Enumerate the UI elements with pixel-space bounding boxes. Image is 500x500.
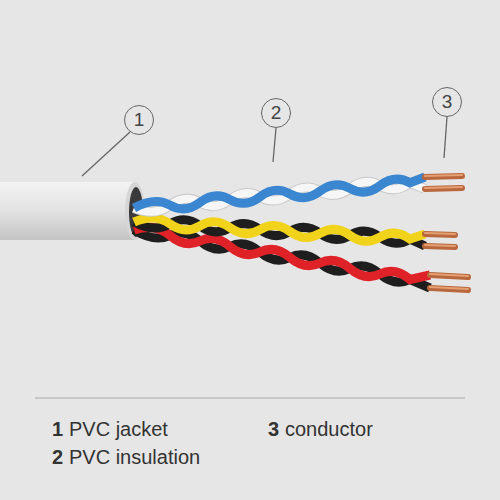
callout-circle: 3 bbox=[432, 87, 462, 117]
callout-circle: 1 bbox=[124, 105, 154, 135]
blue-wire bbox=[134, 177, 425, 209]
callout-circle: 2 bbox=[261, 98, 291, 128]
callout-number: 1 bbox=[52, 418, 63, 440]
callout-number: 1 bbox=[134, 109, 145, 131]
part-name: PVC insulation bbox=[69, 446, 200, 468]
conductors bbox=[425, 175, 468, 290]
callout-number: 2 bbox=[271, 102, 282, 124]
part-name: conductor bbox=[285, 418, 373, 440]
callout-number: 3 bbox=[268, 418, 279, 440]
part-name: PVC jacket bbox=[69, 418, 168, 440]
callout-number: 2 bbox=[52, 446, 63, 468]
separator-line bbox=[35, 398, 465, 399]
yellow-wire bbox=[134, 218, 425, 241]
twisted-pairs bbox=[134, 177, 430, 288]
callout-number: 3 bbox=[442, 91, 453, 113]
cable-jacket bbox=[0, 182, 145, 240]
